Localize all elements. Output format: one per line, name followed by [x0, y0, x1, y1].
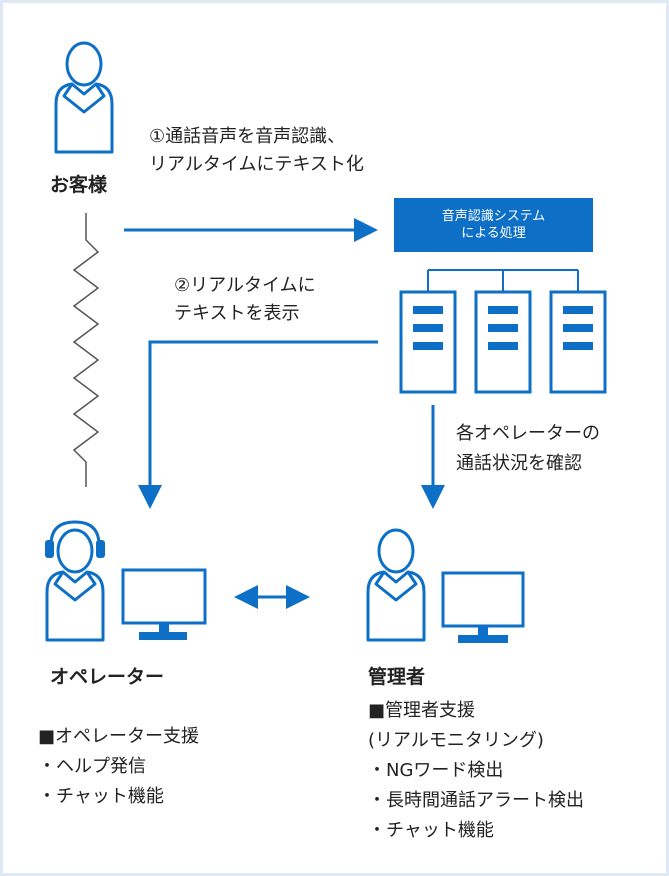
customer-person-icon	[54, 41, 114, 154]
list-item: ・ヘルプ発信	[38, 756, 146, 777]
system-line1: 音声認識システム	[441, 209, 546, 224]
monitor-note-line2: 通話状況を確認	[456, 453, 582, 474]
server-icon	[399, 290, 457, 394]
step1-line1: ①通話音声を音声認識、	[149, 126, 346, 147]
manager-features: ■管理者支援 (リアルモニタリング) ・NGワード検出 ・長時間通話アラート検出…	[368, 696, 584, 846]
monitor-note-line1: 各オペレーターの	[456, 423, 600, 444]
server-connector	[427, 269, 579, 292]
phone-line-icon	[72, 213, 100, 487]
operator-features: ■オペレーター支援 ・ヘルプ発信 ・チャット機能	[38, 722, 199, 812]
step2-line2: テキストを表示	[174, 303, 300, 324]
operator-monitor-icon	[121, 568, 207, 640]
list-item: ・NGワード検出	[368, 760, 504, 781]
headset-ear-icon	[96, 540, 105, 558]
operator-person-icon	[45, 520, 105, 642]
manager-monitor-icon	[441, 571, 525, 643]
list-item: ■管理者支援	[368, 700, 476, 721]
list-item: ・チャット機能	[38, 786, 164, 807]
server-icon	[549, 290, 607, 394]
operator-label: オペレーター	[50, 666, 165, 688]
system-line2: による処理	[461, 226, 526, 241]
list-item: ・チャット機能	[368, 820, 494, 841]
arrow-to-operator	[138, 340, 378, 509]
headset-ear-icon	[45, 540, 54, 558]
step1-line2: リアルタイムにテキスト化	[149, 154, 364, 175]
step2-line1: ②リアルタイムに	[174, 275, 316, 296]
list-item: ・長時間通話アラート検出	[368, 790, 584, 811]
recognition-system-box: 音声認識システム による処理	[394, 198, 593, 252]
manager-person-icon	[366, 528, 426, 642]
manager-label: 管理者	[368, 666, 426, 688]
server-icon	[474, 290, 532, 394]
list-item: ■オペレーター支援	[38, 726, 200, 747]
customer-label: お客様	[50, 174, 108, 196]
list-item: (リアルモニタリング)	[368, 730, 544, 751]
